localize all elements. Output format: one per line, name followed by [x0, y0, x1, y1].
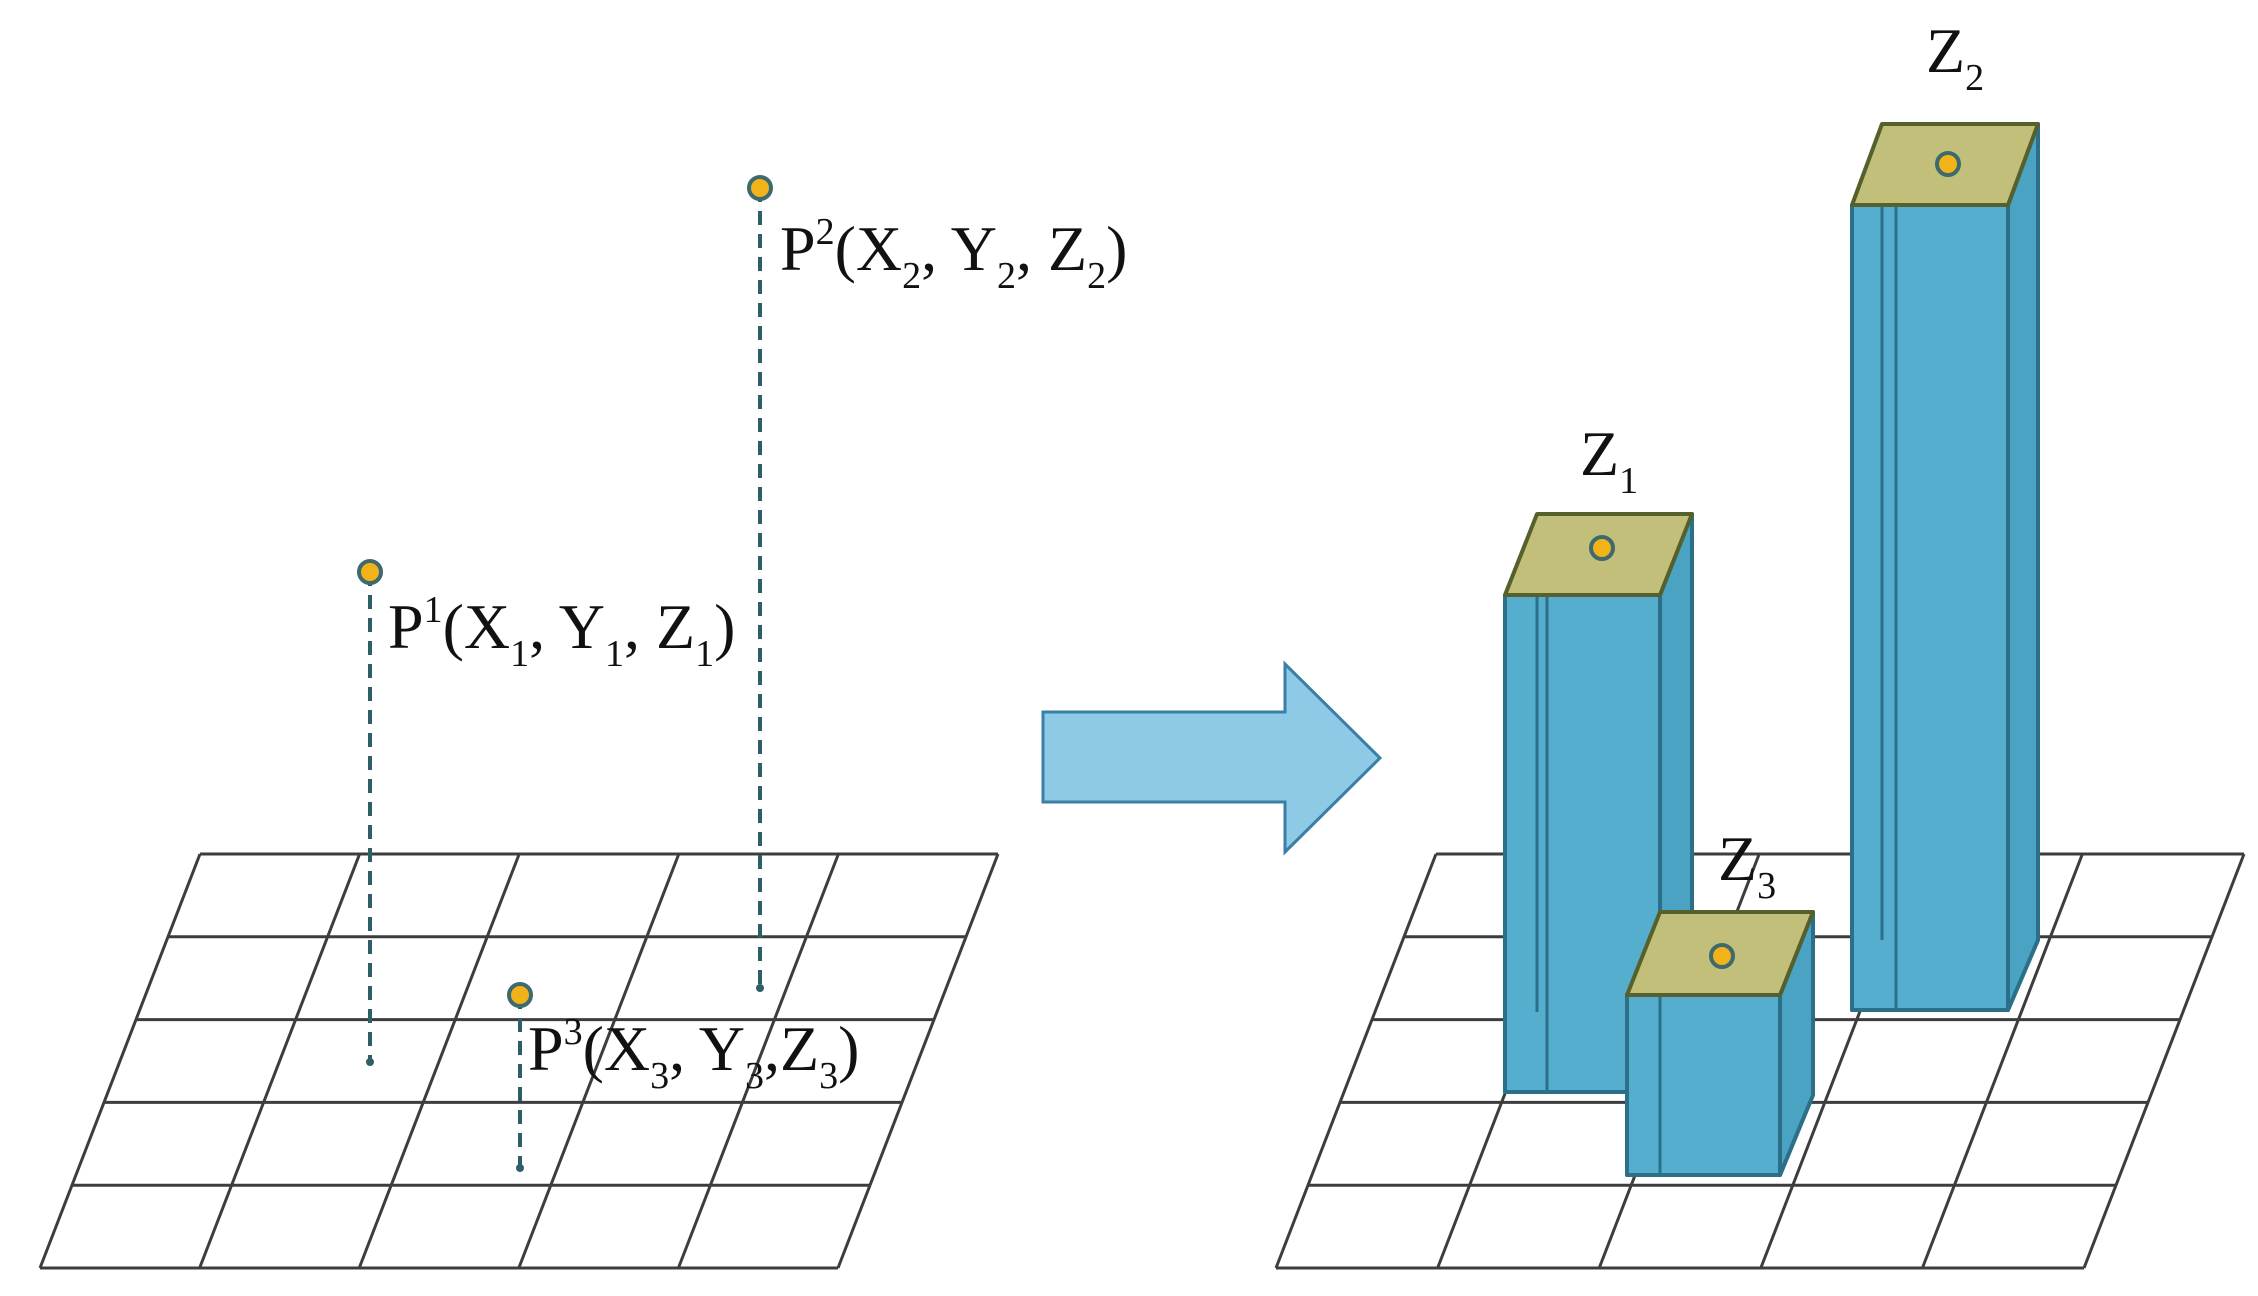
column-z1-point-icon [1589, 535, 1615, 561]
column-label-z1: Z1 [1580, 418, 1638, 502]
column-label-z3: Z3 [1718, 823, 1776, 907]
drop-line-ends [366, 984, 764, 1172]
ground-point-p2 [756, 984, 764, 992]
right-panel: Z1 Z2 Z3 [1274, 15, 2246, 1270]
point-p1-icon [357, 559, 383, 585]
grid-column-line [198, 853, 361, 1269]
grid-column-line [1274, 853, 1438, 1269]
grid-column-line [517, 853, 681, 1269]
right-arrow-icon [1041, 660, 1383, 856]
grid-column-line [38, 853, 202, 1269]
column-z2 [1850, 122, 2040, 1012]
column-z3-point-icon [1709, 943, 1735, 969]
column-z2-front [1850, 203, 2010, 1012]
point-p2-icon [747, 175, 773, 201]
ground-point-p1 [366, 1058, 374, 1066]
column-z3 [1625, 910, 1815, 1177]
grid-column-line [1921, 853, 2084, 1269]
column-label-z2: Z2 [1926, 15, 1984, 99]
point-label-p2: P2(X2, Y2, Z2) [780, 211, 1127, 297]
point-p3-icon [507, 982, 533, 1008]
left-grid [38, 852, 1000, 1270]
grid-column-line [836, 853, 1000, 1269]
drop-lines [368, 188, 762, 1168]
column-z2-side [2006, 122, 2040, 1012]
ground-point-p3 [516, 1164, 524, 1172]
column-z3-front [1625, 993, 1782, 1177]
grid-column-line [357, 853, 521, 1269]
point-label-p1: P1(X1, Y1, Z1) [388, 589, 735, 675]
sample-points [357, 175, 773, 1008]
left-panel: P1(X1, Y1, Z1) P2(X2, Y2, Z2) P3(X3, Y3,… [38, 175, 1127, 1270]
grid-column-line [2082, 853, 2246, 1269]
point-label-p3: P3(X3, Y3,Z3) [528, 1011, 859, 1097]
column-z2-point-icon [1935, 151, 1961, 177]
grid-column-line [677, 853, 840, 1269]
